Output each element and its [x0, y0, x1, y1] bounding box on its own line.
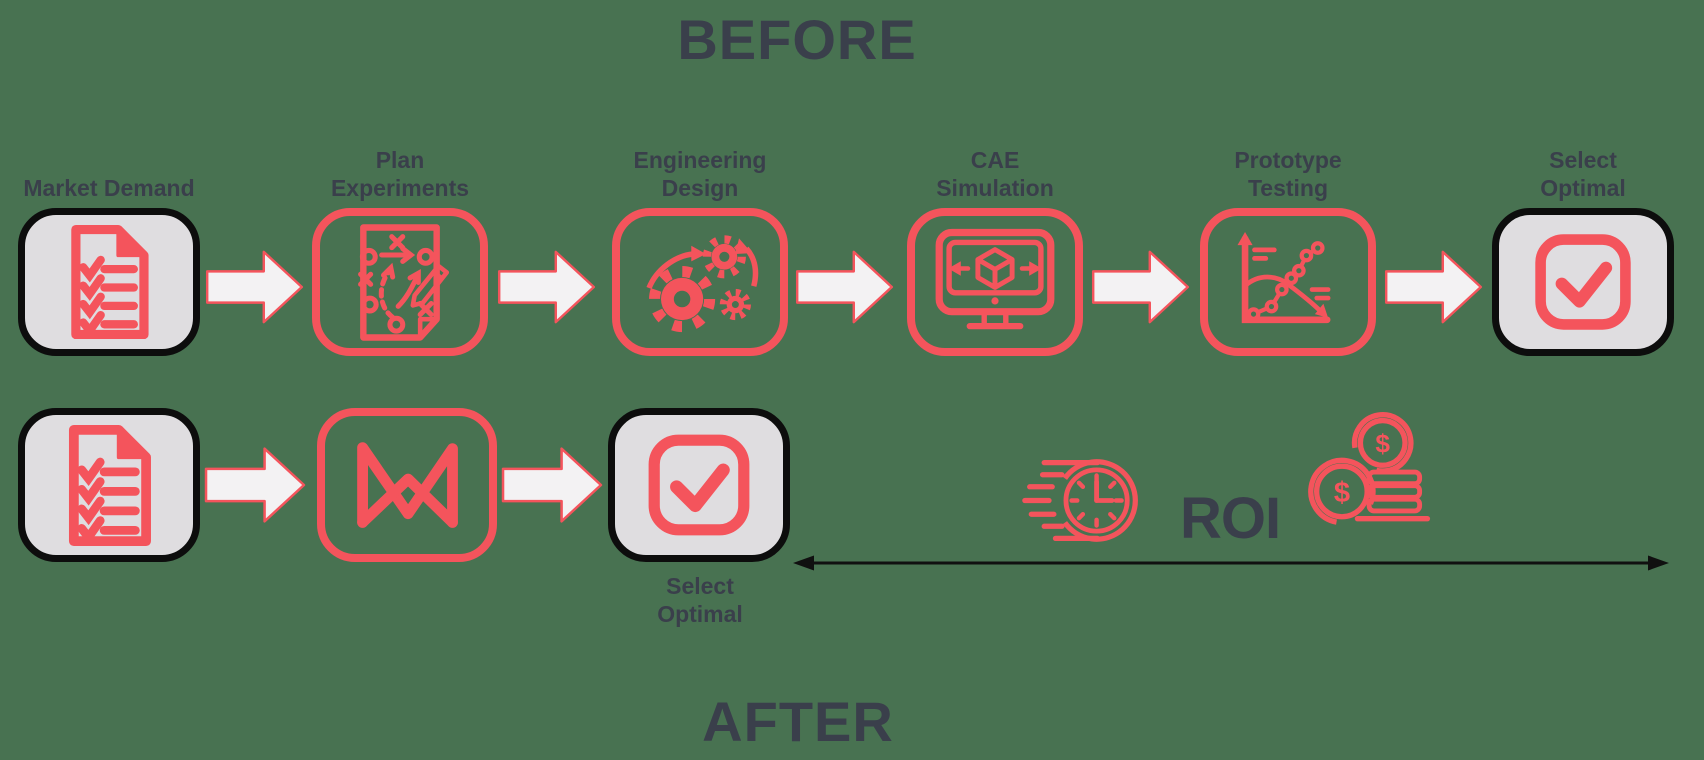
flow-arrow-icon — [497, 250, 596, 324]
label-line: Testing — [1247, 175, 1329, 201]
step-label-engineering-design: Engineering Design — [585, 130, 815, 202]
step-box-prototype-testing — [1200, 208, 1376, 356]
cube — [975, 247, 1015, 290]
flow-arrow-icon — [1091, 250, 1190, 324]
x-mark — [389, 233, 406, 250]
gears-icon — [646, 234, 759, 332]
label-line: Select — [1549, 147, 1617, 173]
after-box-ai-model — [317, 408, 497, 562]
checkmark-square-icon — [648, 434, 750, 536]
label-line: Optimal — [1540, 175, 1626, 201]
label-line: Simulation — [936, 175, 1054, 201]
speeding-clock-icon — [1022, 459, 1138, 542]
step-box-cae-simulation — [907, 208, 1083, 356]
label-line: Prototype — [1234, 147, 1342, 173]
checkmark-square-icon — [1535, 234, 1631, 330]
after-box-select-optimal — [608, 408, 790, 562]
checklist-document-icon — [71, 224, 149, 340]
after-title: AFTER — [702, 690, 894, 753]
label-line: Select — [666, 573, 734, 599]
roi-timeline-arrow — [793, 555, 1669, 571]
step-label-cae-simulation: CAE Simulation — [880, 130, 1110, 202]
label-line: Engineering — [633, 147, 767, 173]
clock-hands — [1094, 479, 1115, 503]
strategy-plan-icon — [358, 223, 450, 341]
label-line: Optimal — [657, 601, 743, 627]
pencil — [410, 263, 450, 308]
step-label-market-demand: Market Demand — [0, 130, 224, 202]
monitor-stand — [966, 309, 1024, 330]
step-box-market-demand — [18, 208, 200, 356]
dollar-sign: $ — [1334, 477, 1350, 509]
label-line: Design — [661, 175, 739, 201]
flow-arrow-icon — [1384, 250, 1483, 324]
before-title: BEFORE — [677, 8, 917, 71]
flow-arrow-icon — [501, 447, 603, 523]
coin-stack — [1366, 469, 1423, 514]
data-points — [1246, 241, 1325, 321]
step-box-engineering-design — [612, 208, 788, 356]
cae-monitor-cube-icon — [935, 228, 1055, 330]
gear-small — [719, 288, 751, 320]
prototype-chart-icon — [1237, 231, 1331, 324]
flow-arrow-icon — [795, 250, 894, 324]
checklist-document-icon — [68, 424, 151, 546]
step-box-select-optimal — [1492, 208, 1674, 356]
label-line: CAE — [970, 147, 1020, 173]
label-line: Plan — [375, 147, 425, 173]
gear-medium — [702, 234, 746, 278]
step-label-select-optimal: Select Optimal — [1468, 130, 1698, 202]
flow-arrow-icon — [204, 447, 306, 523]
label-line: Market Demand — [23, 175, 195, 201]
after-box-market-demand — [18, 408, 200, 562]
flow-arrow-icon — [205, 250, 304, 324]
gear-large — [649, 265, 716, 332]
after-label-select-optimal: Select Optimal — [585, 572, 815, 628]
step-label-prototype-testing: Prototype Testing — [1173, 130, 1403, 202]
label-line: Experiments — [330, 175, 470, 201]
money-coins-icon: $ $ — [1308, 412, 1431, 526]
monolith-logo-icon — [357, 442, 458, 528]
step-label-plan-experiments: Plan Experiments — [285, 130, 515, 202]
roi-label: ROI — [1180, 486, 1281, 551]
dollar-sign: $ — [1375, 429, 1390, 459]
step-box-plan-experiments — [312, 208, 488, 356]
